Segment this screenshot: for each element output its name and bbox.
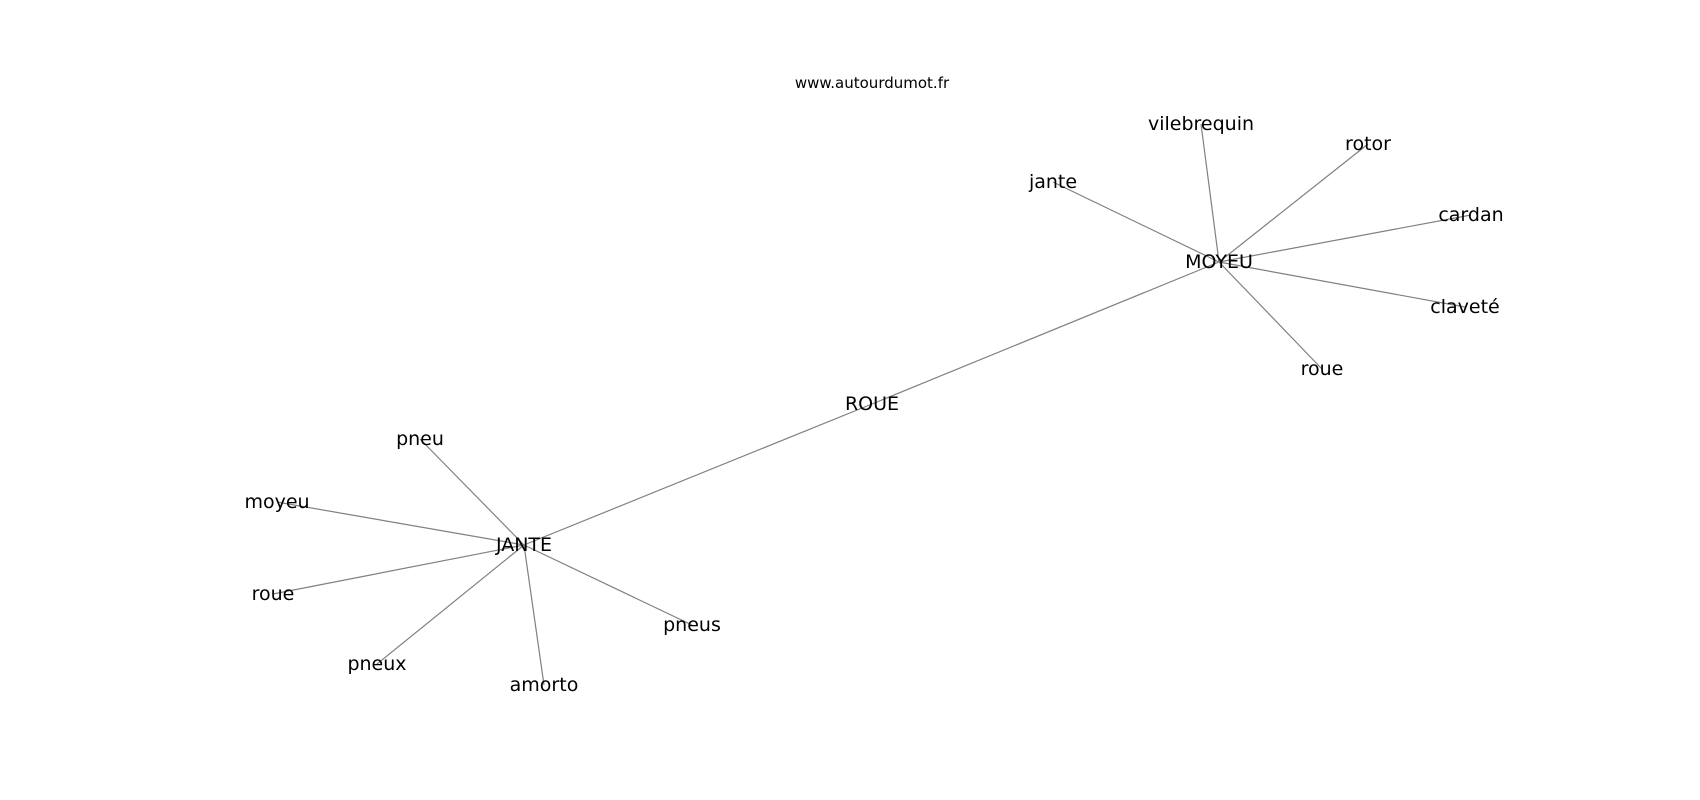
node-rotor[interactable]: rotor — [1345, 133, 1391, 155]
node-vilebrequin[interactable]: vilebrequin — [1148, 113, 1254, 135]
node-clavete[interactable]: claveté — [1430, 296, 1499, 318]
node-cardan[interactable]: cardan — [1438, 204, 1503, 226]
edge-jante-hub-moyeu-leaf — [276, 501, 525, 546]
edge-moyeu-hub-vilebrequin — [1200, 123, 1220, 263]
graph-nodes: ROUE MOYEU JANTE vilebrequin rotor jante carda… — [244, 113, 1503, 696]
node-jante-hub[interactable]: JANTE — [495, 534, 552, 556]
edge-jante-hub-pneu — [419, 438, 525, 546]
edge-jante-hub-pneus — [523, 544, 693, 626]
edge-moyeu-hub-jante-leaf — [1052, 181, 1220, 263]
node-roue-leaf-moyeu[interactable]: roue — [1301, 358, 1344, 380]
edge-roue-center-jante-hub — [523, 403, 873, 546]
edge-roue-center-moyeu-hub — [871, 261, 1220, 405]
node-pneu[interactable]: pneu — [396, 428, 444, 450]
node-moyeu-leaf[interactable]: moyeu — [244, 491, 309, 513]
node-roue-leaf-jante[interactable]: roue — [252, 583, 295, 605]
edge-moyeu-hub-clavete — [1218, 261, 1466, 308]
node-moyeu-hub[interactable]: MOYEU — [1185, 251, 1253, 273]
node-jante-leaf[interactable]: jante — [1028, 171, 1077, 193]
node-pneux[interactable]: pneux — [347, 653, 406, 675]
node-amorto[interactable]: amorto — [510, 674, 579, 696]
edge-jante-hub-roue-leaf-jante — [272, 544, 525, 595]
edge-moyeu-hub-roue-leaf-moyeu — [1218, 261, 1323, 370]
edge-jante-hub-amorto — [523, 544, 545, 686]
node-roue-center[interactable]: ROUE — [845, 393, 899, 415]
edge-moyeu-hub-rotor — [1218, 143, 1369, 263]
source-site-label: www.autourdumot.fr — [795, 74, 950, 92]
graph-edges — [272, 123, 1472, 686]
edge-jante-hub-pneux — [376, 544, 525, 665]
node-pneus[interactable]: pneus — [663, 614, 721, 636]
edge-moyeu-hub-cardan — [1218, 214, 1472, 263]
